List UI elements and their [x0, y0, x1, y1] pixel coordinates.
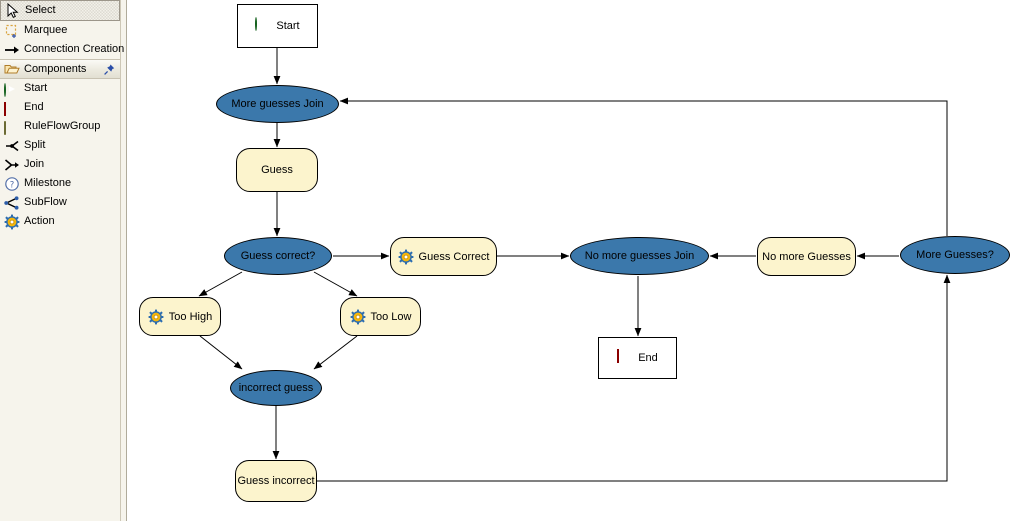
- palette-component-action[interactable]: Action: [0, 212, 120, 231]
- node-too-low[interactable]: Too Low: [340, 297, 421, 336]
- node-guess-correct[interactable]: Guess Correct: [390, 237, 497, 276]
- palette-tool-select[interactable]: Select: [0, 0, 120, 21]
- action-icon: [350, 309, 366, 325]
- palette-panel: Select Marquee Connect: [0, 0, 127, 521]
- node-label: More Guesses?: [916, 249, 994, 261]
- palette-component-milestone[interactable]: ? Milestone: [0, 174, 120, 193]
- palette-component-label: End: [24, 101, 44, 113]
- node-label: Guess correct?: [240, 250, 316, 262]
- palette-tool-connection-creation[interactable]: Connection Creation: [0, 40, 124, 59]
- node-incorrect-guess[interactable]: incorrect guess: [230, 370, 322, 406]
- action-icon: [398, 249, 414, 265]
- node-label: No more Guesses: [762, 250, 851, 263]
- start-icon: [4, 81, 20, 97]
- palette-component-subflow[interactable]: SubFlow: [0, 193, 120, 212]
- node-label: Start: [276, 20, 300, 32]
- palette-component-label: Milestone: [24, 177, 72, 189]
- milestone-icon: ?: [4, 176, 20, 192]
- node-label: Guess incorrect: [237, 475, 315, 487]
- svg-text:?: ?: [10, 180, 15, 190]
- node-label: Guess Correct: [418, 250, 490, 263]
- folder-icon: [4, 61, 20, 77]
- node-label: End: [638, 352, 658, 364]
- node-label: Guess: [261, 164, 293, 176]
- end-icon: [617, 349, 633, 366]
- palette-component-end[interactable]: End: [0, 98, 120, 117]
- palette-drawer-components[interactable]: Components: [0, 59, 120, 79]
- palette-component-ruleflowgroup[interactable]: RuleFlowGroup: [0, 117, 120, 136]
- action-icon: [4, 214, 20, 230]
- node-label: No more guesses Join: [584, 250, 695, 262]
- palette-component-label: Split: [24, 139, 46, 151]
- palette-component-label: Start: [24, 82, 48, 94]
- node-label: More guesses Join: [231, 98, 324, 110]
- palette-component-label: Join: [24, 158, 45, 170]
- palette-component-join[interactable]: Join: [0, 155, 120, 174]
- diagram-canvas[interactable]: Start More guesses Join Guess Guess corr…: [128, 0, 1019, 521]
- node-guess-incorrect[interactable]: Guess incorrect: [235, 460, 317, 502]
- connection-icon: [4, 42, 20, 58]
- start-icon: [255, 17, 271, 34]
- node-no-more-guesses-join[interactable]: No more guesses Join: [570, 237, 709, 275]
- palette-component-split[interactable]: Split: [0, 136, 120, 155]
- edge-toohigh-to-incorrect: [199, 335, 243, 370]
- palette-tool-label: Select: [25, 4, 56, 16]
- palette-component-label: SubFlow: [24, 196, 67, 208]
- diagram-edges: [198, 48, 951, 482]
- cursor-icon: [5, 2, 21, 19]
- edge-moreq-to-mgjoin: [339, 97, 948, 236]
- palette-drawer-label: Components: [24, 63, 87, 75]
- node-start[interactable]: Start: [237, 4, 318, 48]
- node-more-guesses-join[interactable]: More guesses Join: [216, 85, 339, 123]
- palette-tool-marquee[interactable]: Marquee: [0, 21, 120, 40]
- action-icon: [148, 309, 164, 325]
- palette-tool-label: Connection Creation: [24, 43, 125, 55]
- end-icon: [4, 100, 20, 116]
- node-label: incorrect guess: [238, 382, 314, 394]
- edge-correctq-to-toohigh: [198, 271, 243, 297]
- edge-toolow-to-incorrect: [313, 335, 358, 370]
- node-more-guesses-question[interactable]: More Guesses?: [900, 236, 1010, 274]
- node-too-high[interactable]: Too High: [139, 297, 221, 336]
- edge-correctq-to-toolow: [313, 271, 358, 297]
- node-end[interactable]: End: [598, 337, 677, 379]
- edge-guessincorrect-to-moreq: [317, 274, 951, 482]
- node-label: Too Low: [370, 310, 412, 323]
- palette-component-label: RuleFlowGroup: [24, 120, 101, 132]
- edge-group: [198, 48, 951, 482]
- marquee-icon: [4, 23, 20, 39]
- join-icon: [4, 157, 20, 173]
- subflow-icon: [4, 195, 20, 211]
- node-guess-correct-question[interactable]: Guess correct?: [224, 237, 332, 275]
- pin-icon[interactable]: [103, 63, 116, 76]
- split-icon: [4, 138, 20, 154]
- palette-component-start[interactable]: Start: [0, 79, 120, 98]
- palette-tool-label: Marquee: [24, 24, 68, 36]
- node-guess[interactable]: Guess: [236, 148, 318, 192]
- palette-component-label: Action: [24, 215, 55, 227]
- ruleflowgroup-icon: [4, 119, 20, 135]
- node-label: Too High: [168, 310, 213, 323]
- palette-panel-inner: Select Marquee Connect: [0, 0, 124, 521]
- node-no-more-guesses[interactable]: No more Guesses: [757, 237, 856, 276]
